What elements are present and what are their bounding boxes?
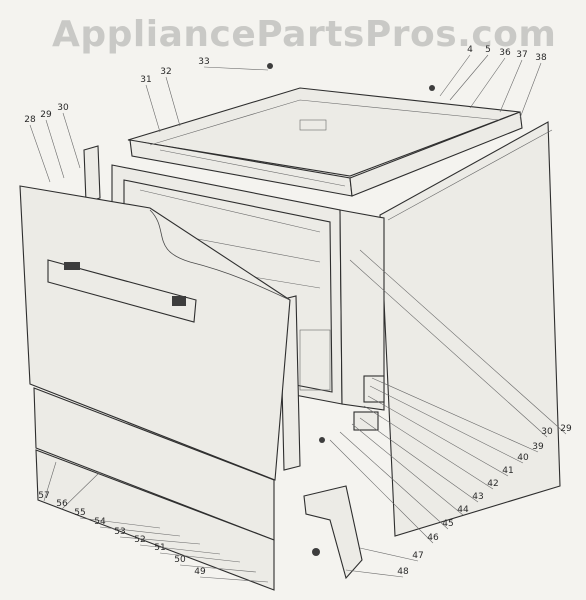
callout-label: 46	[427, 533, 439, 543]
callout-label: 28	[24, 115, 36, 125]
callout-label: 41	[502, 466, 513, 476]
leader-line	[519, 62, 542, 119]
top-frame	[127, 87, 523, 197]
leader-line	[99, 526, 181, 537]
callout-label: 47	[412, 551, 423, 561]
callout-label: 29	[560, 424, 572, 434]
leader-line	[351, 423, 464, 516]
callout-label: 43	[472, 492, 483, 502]
leader-line	[363, 405, 494, 490]
leader-line	[339, 431, 449, 530]
callout-label: 42	[487, 479, 498, 489]
door-outer-panel	[19, 185, 291, 481]
callout-label: 30	[57, 103, 69, 113]
callout-label: 49	[194, 567, 206, 577]
callout-label: 50	[174, 555, 186, 565]
leader-line	[119, 536, 201, 545]
callout-label: 5	[485, 45, 491, 55]
leader-line	[359, 547, 419, 562]
callout-label: 40	[517, 453, 529, 463]
leader-line	[199, 576, 269, 583]
leader-line	[29, 124, 51, 183]
leader-line	[45, 119, 65, 179]
callout-label: 52	[134, 535, 145, 545]
leader-line	[62, 112, 81, 169]
callout-label: 44	[457, 505, 469, 515]
leader-line	[499, 59, 523, 113]
leader-line	[439, 54, 471, 97]
leader-line	[145, 84, 161, 133]
callout-label: 37	[516, 50, 527, 60]
hinge-bracket	[267, 63, 435, 580]
callout-label: 54	[94, 517, 106, 527]
leader-line	[367, 395, 509, 477]
leader-line	[61, 471, 101, 510]
leader-line	[359, 417, 479, 503]
leader-line	[43, 461, 57, 502]
callout-label: 45	[442, 519, 453, 529]
callout-label: 4	[467, 45, 473, 55]
callout-label: 57	[38, 491, 49, 501]
rear-panel	[379, 121, 561, 537]
callout-label: 55	[74, 508, 85, 518]
leader-line	[349, 259, 548, 438]
leader-line	[159, 552, 241, 563]
callout-label: 48	[397, 567, 409, 577]
leader-line	[449, 54, 489, 101]
leader-line	[179, 564, 257, 573]
callout-label: 30	[541, 427, 553, 437]
leader-line	[329, 439, 434, 544]
leader-line	[369, 385, 524, 464]
leader-line	[139, 544, 221, 555]
leader-line	[345, 569, 404, 578]
leader-line	[359, 249, 567, 435]
callout-label: 51	[154, 543, 165, 553]
watermark-text: AppliancePartsPros.com	[52, 14, 557, 55]
callout-label: 33	[198, 57, 209, 67]
leader-line	[469, 57, 506, 109]
leader-line	[79, 517, 161, 529]
callout-label: 36	[499, 48, 511, 58]
leader-line	[203, 66, 269, 71]
leader-line	[165, 76, 181, 127]
callout-label: 39	[532, 442, 544, 452]
callout-label: 38	[535, 53, 547, 63]
callout-label: 56	[56, 499, 68, 509]
callout-label: 53	[114, 527, 125, 537]
callout-label: 31	[140, 75, 151, 85]
leader-lines	[29, 54, 567, 583]
leader-line	[371, 377, 539, 453]
callout-label: 29	[40, 110, 52, 120]
toe-kick-panel	[33, 387, 275, 591]
callout-label: 32	[160, 67, 171, 77]
